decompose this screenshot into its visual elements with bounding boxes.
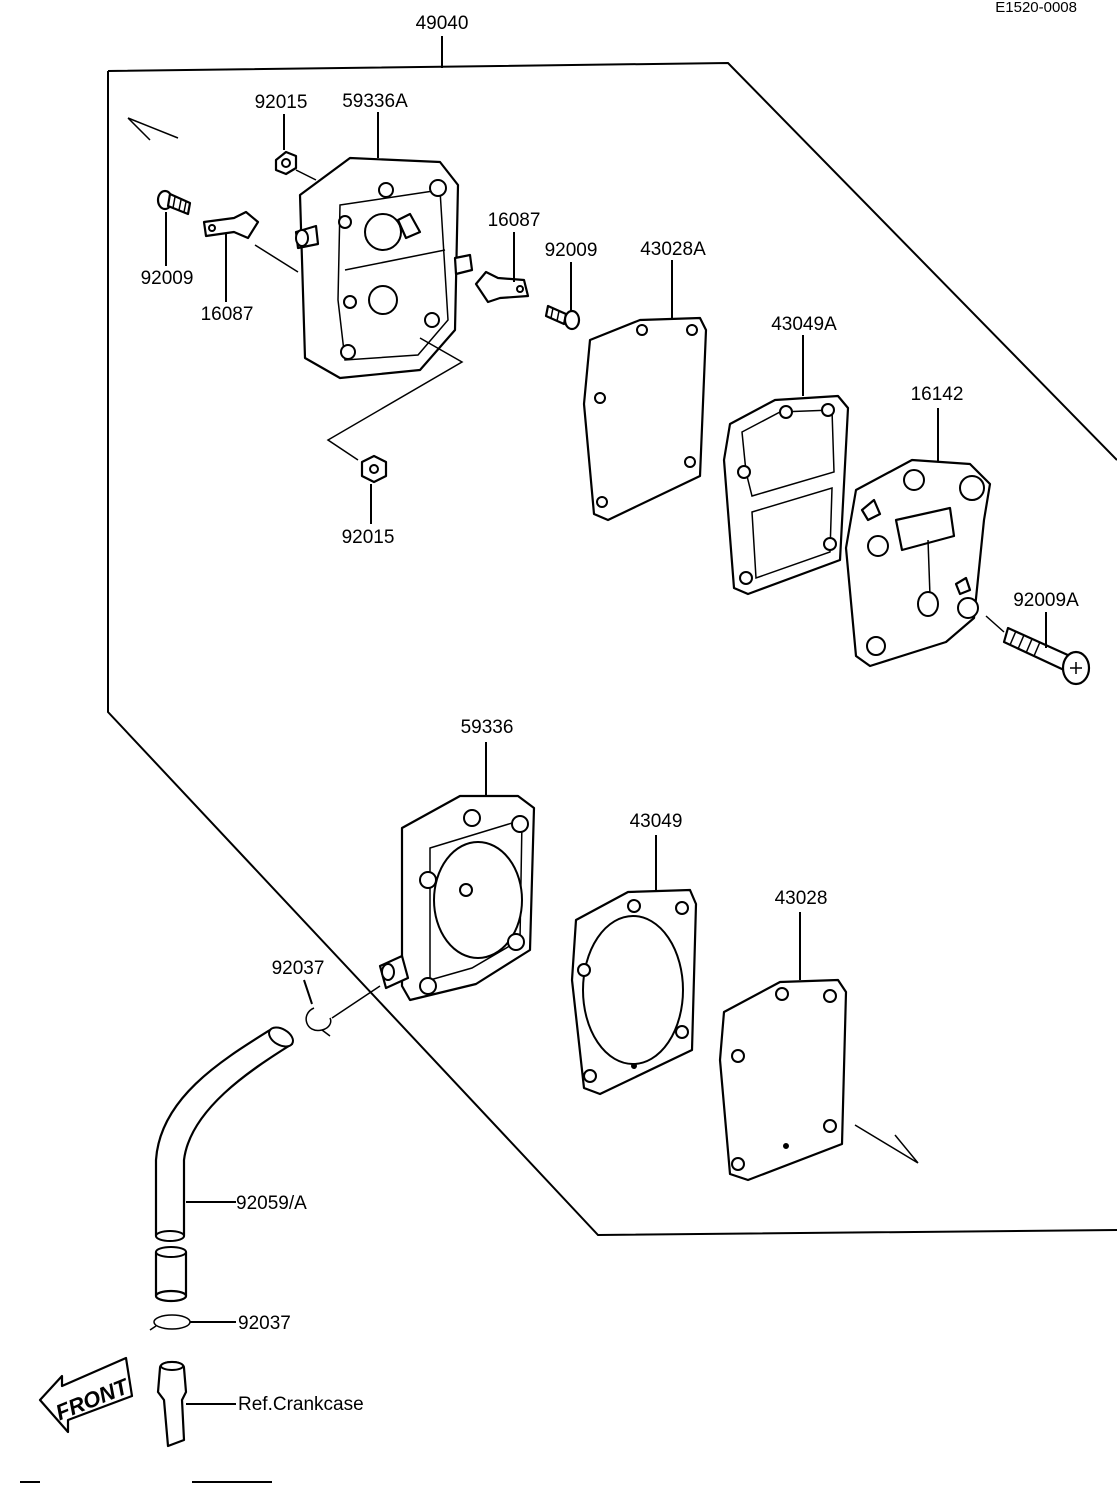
clip-lower	[149, 1314, 191, 1331]
screw-upper-right	[544, 304, 581, 331]
label-valve-upper-right: 16087	[488, 210, 541, 231]
nut-upper-guide	[295, 169, 317, 181]
gasket-lower	[570, 888, 698, 1096]
label-screw-upper-right: 92009	[545, 240, 598, 261]
bolt-long-guide	[985, 615, 1005, 633]
label-lower-body: 59336	[461, 717, 514, 738]
crankcase-fitting	[156, 1360, 188, 1448]
valve-upper-left	[202, 210, 260, 240]
diaphragm-lower	[718, 978, 848, 1182]
clip-upper	[305, 1007, 332, 1037]
front-direction-arrow: FRONT	[38, 1356, 134, 1434]
upper-pump-body	[294, 156, 474, 380]
label-diaphragm-lower: 43028	[775, 888, 828, 909]
cover-plate	[844, 458, 992, 668]
label-valve-upper-left: 16087	[201, 304, 254, 325]
gasket-upper	[722, 394, 850, 596]
label-nut-lower: 92015	[342, 527, 395, 548]
nut-upper	[274, 150, 298, 176]
nut-lower-guide	[326, 337, 464, 461]
label-nut-upper: 92015	[255, 92, 308, 113]
label-upper-body: 59336A	[342, 91, 408, 112]
diaphragm-upper	[582, 316, 708, 522]
bolt-long	[1002, 626, 1091, 686]
nut-lower	[360, 454, 388, 484]
label-fuel-hose: 92059/A	[236, 1193, 307, 1214]
clip-upper-guide	[331, 985, 381, 1019]
hose-segment	[154, 1246, 188, 1303]
valve-upper-left-guide	[254, 244, 299, 273]
assembly-outline-top	[107, 61, 1117, 461]
label-screw-upper-left: 92009	[141, 268, 194, 289]
lower-pump-body	[378, 794, 536, 1002]
label-clip-upper: 92037	[272, 958, 325, 979]
label-diaphragm-upper: 43028A	[640, 239, 706, 260]
drawing-code: E1520-0008	[995, 0, 1077, 16]
fuel-hose	[154, 1026, 294, 1242]
alignment-arrow-upper	[127, 117, 179, 141]
alignment-arrow-lower	[854, 1124, 919, 1164]
screw-upper-left	[156, 189, 192, 216]
assembly-outline	[107, 71, 1117, 1237]
leader-clip-upper	[303, 979, 313, 1005]
label-assembly: 49040	[416, 13, 469, 34]
label-crankcase-ref: Ref.Crankcase	[238, 1394, 364, 1415]
label-clip-lower: 92037	[238, 1313, 291, 1334]
label-gasket-upper: 43049A	[771, 314, 837, 335]
label-bolt-long: 92009A	[1013, 590, 1079, 611]
valve-upper-right	[474, 270, 530, 304]
label-cover-plate: 16142	[911, 384, 964, 405]
label-gasket-lower: 43049	[630, 811, 683, 832]
